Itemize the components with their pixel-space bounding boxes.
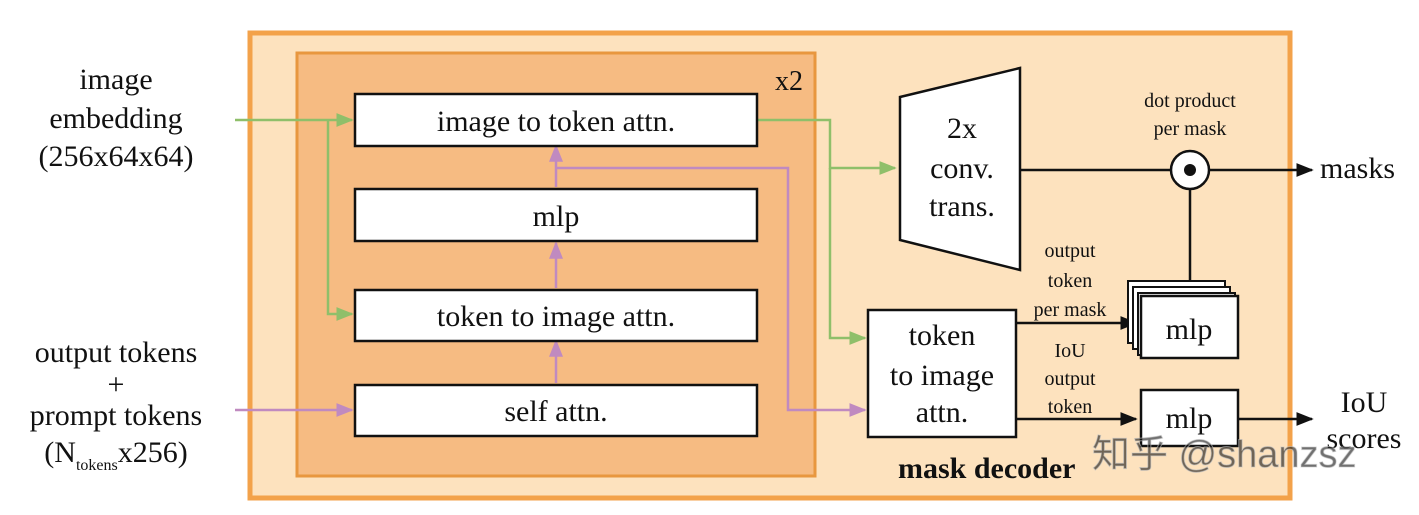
image-embedding-label: image embedding (256x64x64) — [39, 63, 194, 173]
svg-text:output tokens: output tokens — [35, 336, 198, 369]
svg-text:self attn.: self attn. — [504, 395, 607, 428]
svg-text:to image: to image — [890, 359, 994, 392]
token-to-image-attn-block: token to image attn. — [353, 288, 759, 343]
svg-text:attn.: attn. — [916, 396, 969, 429]
svg-text:mlp: mlp — [1166, 402, 1213, 435]
svg-text:conv.: conv. — [930, 152, 994, 185]
svg-text:output: output — [1044, 240, 1096, 262]
output-flow — [1016, 163, 1314, 426]
mask-mlp-stack: mlp — [1127, 280, 1240, 360]
svg-text:2x: 2x — [947, 112, 977, 145]
self-attn-block: self attn. — [353, 383, 759, 438]
n-tokens-label: (Ntokensx256) — [44, 436, 187, 474]
image-to-token-attn-block: image to token attn. — [353, 92, 759, 148]
svg-text:token: token — [909, 319, 976, 352]
dot-product-label: dot product per mask — [1144, 90, 1236, 140]
svg-text:per mask: per mask — [1034, 299, 1107, 321]
svg-text:token: token — [1048, 396, 1092, 418]
repeat-label: x2 — [775, 66, 803, 97]
svg-text:embedding: embedding — [49, 102, 182, 135]
svg-text:image to token attn.: image to token attn. — [437, 105, 675, 138]
final-token-to-image-attn-block: token to image attn. — [866, 308, 1018, 439]
svg-text:mlp: mlp — [533, 200, 580, 233]
svg-text:(256x64x64): (256x64x64) — [39, 140, 194, 173]
iou-output-token-label: IoU output token — [1044, 340, 1096, 418]
svg-text:per mask: per mask — [1154, 118, 1227, 140]
masks-output-label: masks — [1320, 152, 1395, 185]
token-flow — [235, 144, 867, 417]
svg-text:prompt tokens: prompt tokens — [30, 399, 203, 432]
svg-text:IoU: IoU — [1054, 340, 1086, 362]
watermark: 知乎 @shanzsz — [1092, 434, 1357, 476]
image-embedding-flow — [235, 113, 897, 345]
dot-product-icon — [1169, 149, 1211, 191]
svg-text:trans.: trans. — [929, 190, 995, 223]
svg-text:image: image — [79, 63, 152, 96]
output-tokens-label: output tokens + prompt tokens (Ntokensx2… — [30, 336, 203, 474]
output-token-per-mask-label: output token per mask — [1034, 240, 1107, 321]
svg-text:+: + — [108, 368, 125, 401]
iou-scores-label: IoU scores — [1327, 386, 1402, 455]
mlp-block: mlp — [353, 187, 759, 243]
svg-text:token: token — [1048, 270, 1092, 292]
svg-text:IoU: IoU — [1341, 386, 1388, 419]
iou-mlp-block: mlp — [1139, 388, 1240, 448]
svg-text:scores: scores — [1327, 422, 1402, 455]
svg-text:mlp: mlp — [1166, 313, 1213, 346]
mask-decoder-title: mask decoder — [898, 452, 1075, 485]
conv-trans-block: 2x conv. trans. — [898, 66, 1022, 272]
svg-text:output: output — [1044, 368, 1096, 390]
svg-text:dot product: dot product — [1144, 90, 1236, 112]
svg-text:token to image attn.: token to image attn. — [437, 300, 675, 333]
